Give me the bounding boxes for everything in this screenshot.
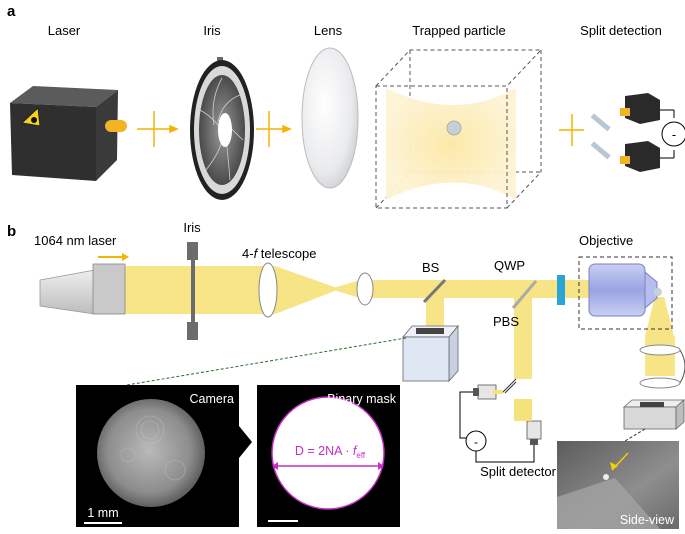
telescope-lens-1 xyxy=(258,262,278,318)
objective-box xyxy=(578,256,673,330)
label-qwp: QWP xyxy=(494,258,525,273)
side-view-beam xyxy=(557,478,660,529)
label-iris-b: Iris xyxy=(183,220,201,235)
split-mirrors-a xyxy=(590,113,611,160)
iris-b xyxy=(187,242,198,340)
label-split-detector: Split detector xyxy=(480,464,557,479)
mask-diameter-formula: D = 2NA · feff xyxy=(295,444,366,460)
label-side-view: Side-view xyxy=(620,513,675,527)
process-arrow xyxy=(227,426,252,458)
label-bs: BS xyxy=(422,260,440,275)
panel-b-letter: b xyxy=(7,223,16,240)
camera-link xyxy=(126,337,407,386)
label-trapped-particle: Trapped particle xyxy=(412,23,505,38)
laser-direction-arrow xyxy=(98,253,129,261)
laser-warning-icon xyxy=(20,106,41,127)
trapped-particle-b xyxy=(654,288,662,296)
label-pbs: PBS xyxy=(493,314,519,329)
polarization-arrows-a xyxy=(137,111,584,147)
iris-diaphragm xyxy=(190,57,254,200)
label-scale-1mm: 1 mm xyxy=(87,506,118,520)
side-view-arrow xyxy=(610,452,629,471)
side-camera-box xyxy=(622,399,685,430)
label-laser-b: 1064 nm laser xyxy=(34,233,117,248)
trap-beam-profile xyxy=(386,88,516,200)
polarizing-beam-splitter xyxy=(511,280,538,309)
laser-device xyxy=(10,86,127,181)
amplifier-sign-b: - xyxy=(474,435,478,449)
binary-mask-disc xyxy=(271,396,385,510)
quarter-wave-plate xyxy=(557,275,565,305)
trapped-particle xyxy=(446,120,462,136)
side-lens-brackets xyxy=(679,349,685,384)
lens-a xyxy=(301,47,359,189)
beam-path-b xyxy=(125,266,675,379)
amplifier-sign-a: - xyxy=(672,127,676,142)
mask-diameter-arrow xyxy=(272,462,384,470)
differential-amplifier-a xyxy=(661,121,685,147)
laser-source-b xyxy=(39,263,126,315)
trap-cube-front xyxy=(375,85,508,209)
label-laser-a: Laser xyxy=(48,23,81,38)
objective-lens xyxy=(588,263,658,317)
camera-beam-spot xyxy=(97,399,205,507)
side-lens-2 xyxy=(639,377,681,389)
telescope-lens-2 xyxy=(356,272,374,306)
differential-amplifier-b xyxy=(465,430,487,452)
label-lens-a: Lens xyxy=(314,23,343,38)
side-view-particle xyxy=(603,474,609,480)
panel-a-letter: a xyxy=(7,3,16,20)
camera-fringes xyxy=(120,415,186,481)
split-detector-b xyxy=(459,378,542,463)
label-iris-a: Iris xyxy=(203,23,221,38)
label-objective: Objective xyxy=(579,233,633,248)
label-camera: Camera xyxy=(190,392,235,406)
beam-splitter xyxy=(422,278,447,304)
split-detectors-a xyxy=(620,93,675,172)
side-view-link xyxy=(624,428,646,442)
label-split-detection: Split detection xyxy=(580,23,662,38)
label-binary-mask: Binary mask xyxy=(327,392,397,406)
label-telescope: 4-f telescope xyxy=(242,246,316,261)
side-lens-1 xyxy=(639,344,681,356)
camera-box-b xyxy=(402,324,459,383)
